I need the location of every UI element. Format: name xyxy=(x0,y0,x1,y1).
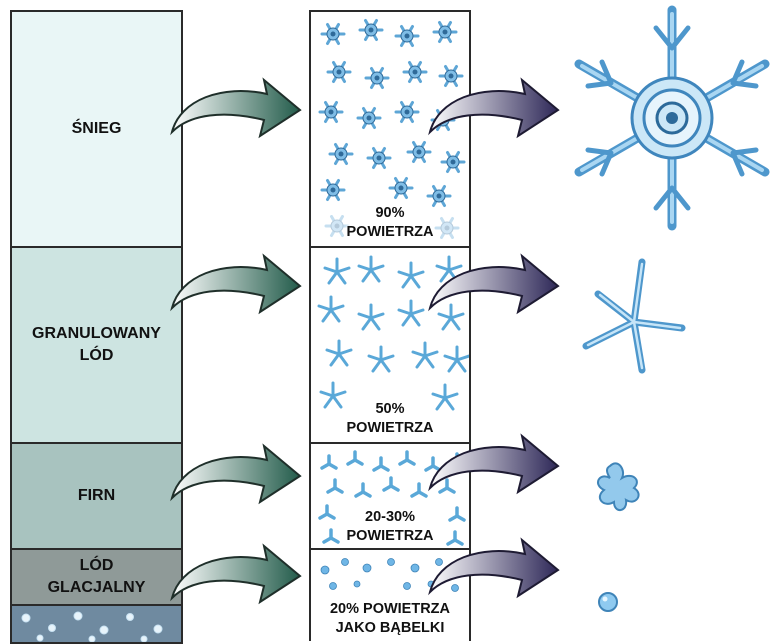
layer-granular-ice: GRANULOWANY LÓD xyxy=(10,246,183,444)
layer-granular-ice-label: GRANULOWANY LÓD xyxy=(32,325,161,364)
air-label-granular-value: 50% xyxy=(375,401,405,417)
purple-arrow-4 xyxy=(429,539,559,597)
layer-snow: ŚNIEG xyxy=(10,10,183,248)
bubble-pattern xyxy=(21,611,163,642)
green-arrow-2 xyxy=(171,255,301,313)
snowflake-large-icon xyxy=(574,5,770,231)
air-label-firn-unit: POWIETRZA xyxy=(346,528,434,544)
layer-bubbles xyxy=(10,604,183,644)
air-label-snow-unit: POWIETRZA xyxy=(346,224,434,240)
air-label-glacial-value: 20% POWIETRZA xyxy=(329,601,451,617)
purple-arrow-1 xyxy=(429,79,559,137)
purple-arrow-2 xyxy=(429,255,559,313)
green-arrow-1 xyxy=(171,79,301,137)
air-label-glacial-unit: JAKO BĄBELKI xyxy=(335,620,445,636)
layer-glacial-ice: LÓD GLACJALNY xyxy=(10,548,183,606)
green-arrow-4 xyxy=(171,545,301,603)
air-label-snow-value: 90% xyxy=(375,205,405,221)
air-box-snow: 90% POWIETRZA xyxy=(309,10,471,248)
layer-glacial-ice-label: LÓD GLACJALNY xyxy=(47,557,146,596)
firn-grain-icon xyxy=(597,462,640,511)
air-box-granular: 50% POWIETRZA xyxy=(309,246,471,444)
layer-snow-label: ŚNIEG xyxy=(71,120,122,137)
air-label-granular-unit: POWIETRZA xyxy=(346,420,434,436)
layer-firn-label: FIRN xyxy=(77,487,116,504)
purple-arrow-3 xyxy=(429,435,559,493)
air-box-glacial: 20% POWIETRZA JAKO BĄBELKI xyxy=(309,548,471,641)
air-label-firn-value: 20-30% xyxy=(365,509,415,525)
ice-bubble-icon xyxy=(598,592,618,612)
green-arrow-3 xyxy=(171,445,301,503)
star-crystal-icon xyxy=(582,258,686,374)
